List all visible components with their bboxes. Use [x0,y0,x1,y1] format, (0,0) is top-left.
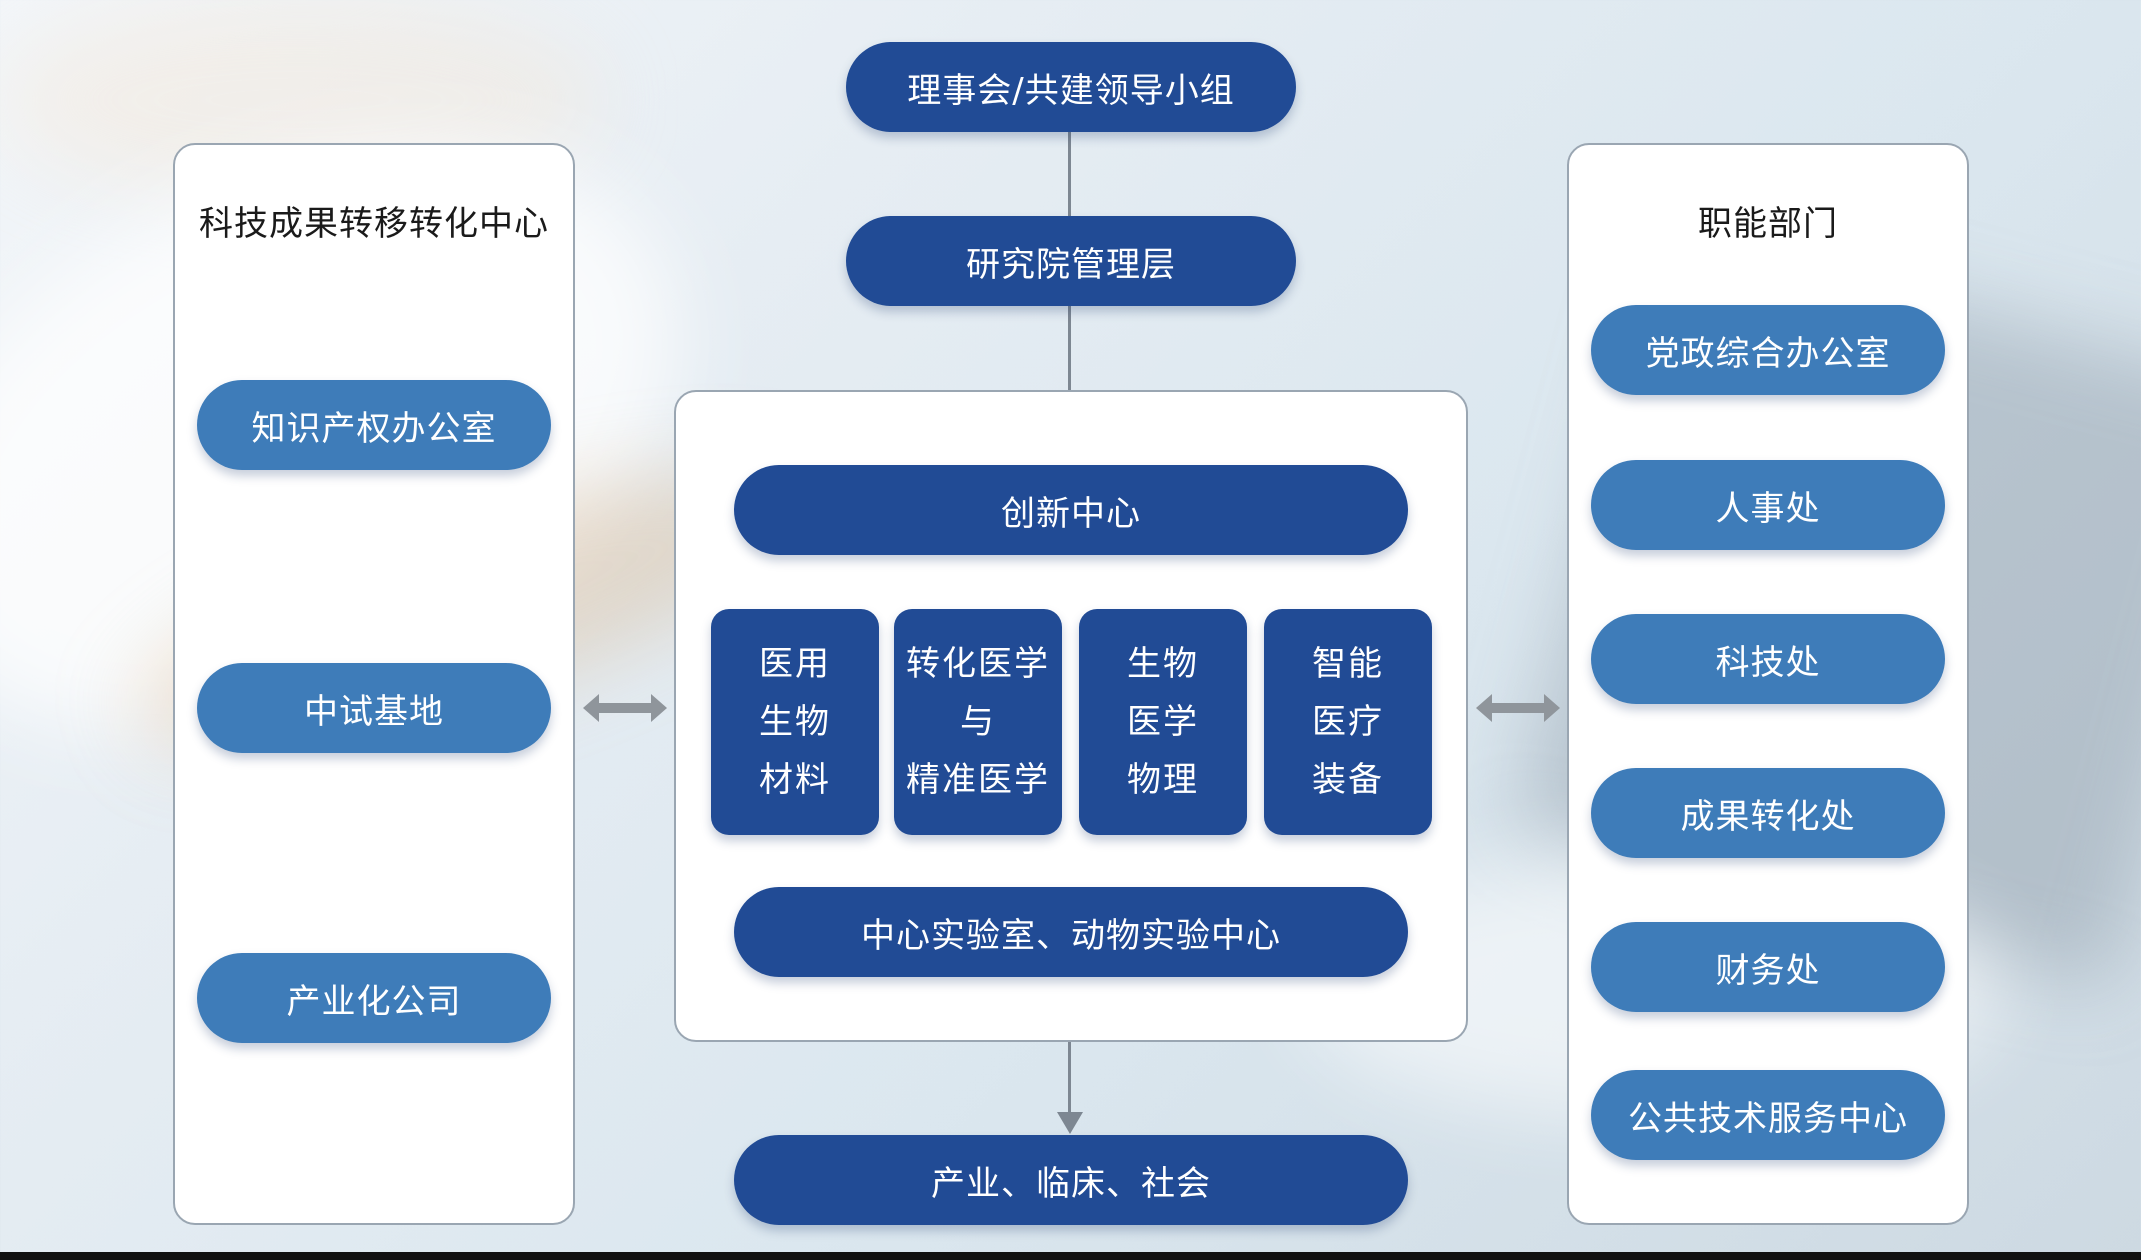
right-panel-title: 职能部门 [1698,204,1838,244]
right-item-hr: 人事处 [1591,460,1945,550]
right-item-transfer-office: 成果转化处 [1591,768,1945,858]
lab-line: 生物 [1127,644,1199,684]
output-node: 产业、临床、社会 [734,1135,1408,1225]
lab-smart-medical-equipment: 智能 医疗 装备 [1264,609,1432,835]
left-panel-title: 科技成果转移转化中心 [199,204,549,244]
lab-biomaterials: 医用 生物 材料 [711,609,879,835]
lab-line: 智能 [1312,644,1384,684]
connector-management-center [1068,305,1071,393]
right-double-arrow-icon [1476,694,1560,722]
bottom-bar [0,1252,2141,1260]
left-item-pilot-base: 中试基地 [197,663,551,753]
lab-line: 材料 [759,760,831,800]
innovation-center-node: 创新中心 [734,465,1408,555]
connector-center-output [1068,1040,1071,1122]
right-item-finance: 财务处 [1591,922,1945,1012]
lab-line: 医用 [759,644,831,684]
board-node: 理事会/共建领导小组 [846,42,1296,132]
right-item-science-tech: 科技处 [1591,614,1945,704]
arrow-down-icon [1057,1112,1083,1134]
management-node: 研究院管理层 [846,216,1296,306]
lab-line: 与 [960,702,996,742]
left-item-ip-office: 知识产权办公室 [197,380,551,470]
connector-board-management [1068,130,1071,218]
right-item-public-service: 公共技术服务中心 [1591,1070,1945,1160]
left-double-arrow-icon [583,694,667,722]
facility-node: 中心实验室、动物实验中心 [734,887,1408,977]
lab-line: 装备 [1312,760,1384,800]
lab-line: 医疗 [1312,702,1384,742]
lab-line: 转化医学 [906,644,1050,684]
lab-line: 医学 [1127,702,1199,742]
lab-biomedical-physics: 生物 医学 物理 [1079,609,1247,835]
lab-line: 物理 [1127,760,1199,800]
lab-line: 精准医学 [906,760,1050,800]
lab-line: 生物 [759,702,831,742]
right-item-party-office: 党政综合办公室 [1591,305,1945,395]
left-item-industrial-company: 产业化公司 [197,953,551,1043]
lab-translational-medicine: 转化医学 与 精准医学 [894,609,1062,835]
